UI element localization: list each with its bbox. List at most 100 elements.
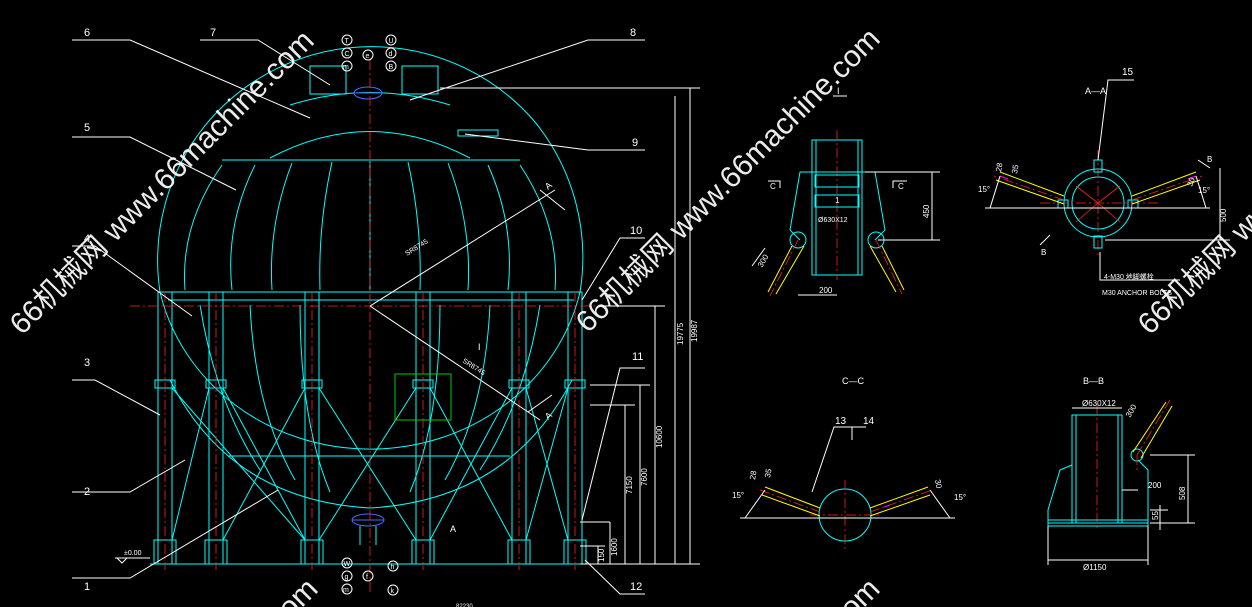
part-6: 6 (84, 27, 90, 39)
nozzle-label-m-top: m (343, 64, 349, 71)
part-numbers: 6 7 8 5 9 4 10 11 3 2 1 12 (84, 27, 643, 593)
sphere-petals (183, 160, 557, 493)
detail-i-dim-1: 1 (835, 196, 840, 205)
section-aa-title: A—A (1085, 86, 1106, 96)
main-centerlines (130, 60, 615, 595)
nozzle-label-t: T (345, 38, 350, 45)
watermark-fragment-left: om (272, 572, 325, 607)
radius-label-lower: SR8745 (461, 358, 486, 377)
section-aa-braces (993, 171, 1203, 205)
dim-19987: 19987 (690, 319, 699, 342)
nozzle-labels-top: T C m e U d B (341, 34, 397, 72)
part-12: 12 (630, 581, 642, 593)
section-bb-dim-200: 200 (1148, 481, 1162, 490)
section-bb-dim-55: 55 (1151, 511, 1160, 520)
dim-10600: 10600 (655, 425, 664, 448)
watermark-center: 66机械网 www.66machine.com (570, 22, 887, 339)
part-8: 8 (630, 27, 636, 39)
part-2: 2 (84, 486, 90, 498)
section-aa-dim-35: 35 (1010, 163, 1021, 174)
section-aa-ribs (1075, 185, 1121, 223)
section-cc-dim-35: 35 (763, 467, 774, 478)
watermarks: 66机械网 www.66machine.com 66机械网 www.66mach… (4, 22, 1252, 607)
section-aa-angle-left: 15° (978, 185, 990, 194)
detail-i-dim-300: 300 (756, 252, 771, 269)
part-11: 11 (632, 351, 643, 363)
section-cc-title: C—C (842, 376, 864, 386)
watermark-fragment-mid: om (834, 572, 887, 607)
elevation-label: ±0.00 (124, 550, 142, 557)
sphere-lower-shell (169, 379, 573, 509)
section-bb-title: B—B (1083, 376, 1104, 386)
part-5: 5 (84, 122, 90, 134)
detail-i-pipe-label: Ø630X12 (818, 217, 848, 224)
top-cap-ring (222, 92, 520, 161)
dim-7600: 7600 (640, 468, 649, 486)
part-10: 10 (630, 225, 642, 237)
part-leaders (72, 39, 645, 595)
height-dimensions (440, 87, 700, 565)
detail-i-c-left: C (770, 182, 776, 191)
section-bb-view: B—B Ø630X12 300 200 508 55 Ø1150 (1047, 376, 1195, 572)
detail-i-lugs (767, 231, 905, 297)
nozzle-label-c: C (345, 51, 350, 58)
detail-i-marker: I (478, 342, 481, 352)
nozzle-label-h: h (391, 564, 395, 571)
watermark-left: 66机械网 www.66machine.com (4, 24, 321, 341)
section-aa-part-15: 15 (1122, 67, 1134, 78)
part-7: 7 (210, 27, 216, 39)
part-3: 3 (84, 357, 90, 369)
detail-i-c-right: C (898, 182, 904, 191)
section-aa-b-left: B (1041, 248, 1046, 257)
section-cc-part-13: 13 (835, 416, 847, 427)
part-9: 9 (632, 137, 638, 149)
nozzle-label-g: g (345, 574, 349, 581)
section-aa-dim-30: 30 (1185, 176, 1197, 188)
nozzle-label-m-bottom: m (343, 587, 349, 594)
dim-19775: 19775 (676, 322, 685, 345)
detail-i-dim-450: 450 (922, 204, 931, 218)
dim-150: 150 (597, 548, 606, 562)
section-aa-dims (985, 79, 1230, 281)
nozzle-label-b: B (389, 64, 394, 71)
sphere-outline (157, 46, 584, 450)
dim-1600: 1600 (610, 538, 619, 556)
radius-leaders (369, 189, 566, 421)
section-cc-part-14: 14 (863, 416, 875, 427)
main-elevation-view: SR8745 SR8745 I A A A T C m e U d B W g … (72, 27, 700, 607)
section-bb-dim-1150: Ø1150 (1083, 563, 1107, 572)
section-cc-view: C—C 13 14 15° 15° 28 35 30 (732, 376, 966, 550)
section-aa-b-right: B (1207, 155, 1212, 164)
section-aa-angle-right: 15° (1198, 186, 1210, 195)
radius-label-upper: SR8745 (404, 238, 429, 257)
section-cc-dim-30: 30 (933, 479, 944, 490)
section-cc-dims (740, 426, 955, 519)
equator-band (160, 291, 580, 301)
cross-bracing (171, 387, 569, 541)
nozzle-label-w: W (344, 561, 351, 568)
dim-7150: 7150 (625, 476, 634, 494)
detail-i-dims (751, 171, 940, 296)
nozzle-labels-bottom: W g m f h k (341, 557, 399, 596)
section-bb-dim-508: 508 (1178, 486, 1187, 500)
nozzle-label-d: d (389, 51, 393, 58)
section-bb-dim-300: 300 (1124, 402, 1139, 419)
detail-i-dim-200: 200 (819, 286, 833, 295)
section-aa-view: A—A (978, 67, 1230, 297)
detail-i-title: I (837, 86, 840, 96)
section-a-marker-top: A (543, 180, 554, 192)
nozzle-label-k: k (391, 588, 395, 595)
part-4: 4 (84, 233, 90, 245)
section-bb-pipe-label: Ø630X12 (1082, 399, 1116, 408)
section-bb-dims (1047, 407, 1195, 565)
bottom-partial-dim: 82230 (456, 604, 473, 607)
section-aa-bolt-cn: 4-M30 地脚螺栓 (1104, 272, 1154, 281)
bottom-nozzle (351, 513, 385, 545)
section-a-marker-bottom: A (450, 524, 456, 534)
section-cc-dim-28: 28 (748, 469, 759, 480)
section-aa-bolt-en: M30 ANCHOR BOLTS (1102, 290, 1172, 297)
section-aa-dim-28: 28 (994, 161, 1005, 172)
nozzle-label-u: U (389, 38, 394, 45)
nozzle-label-f: f (366, 574, 368, 581)
